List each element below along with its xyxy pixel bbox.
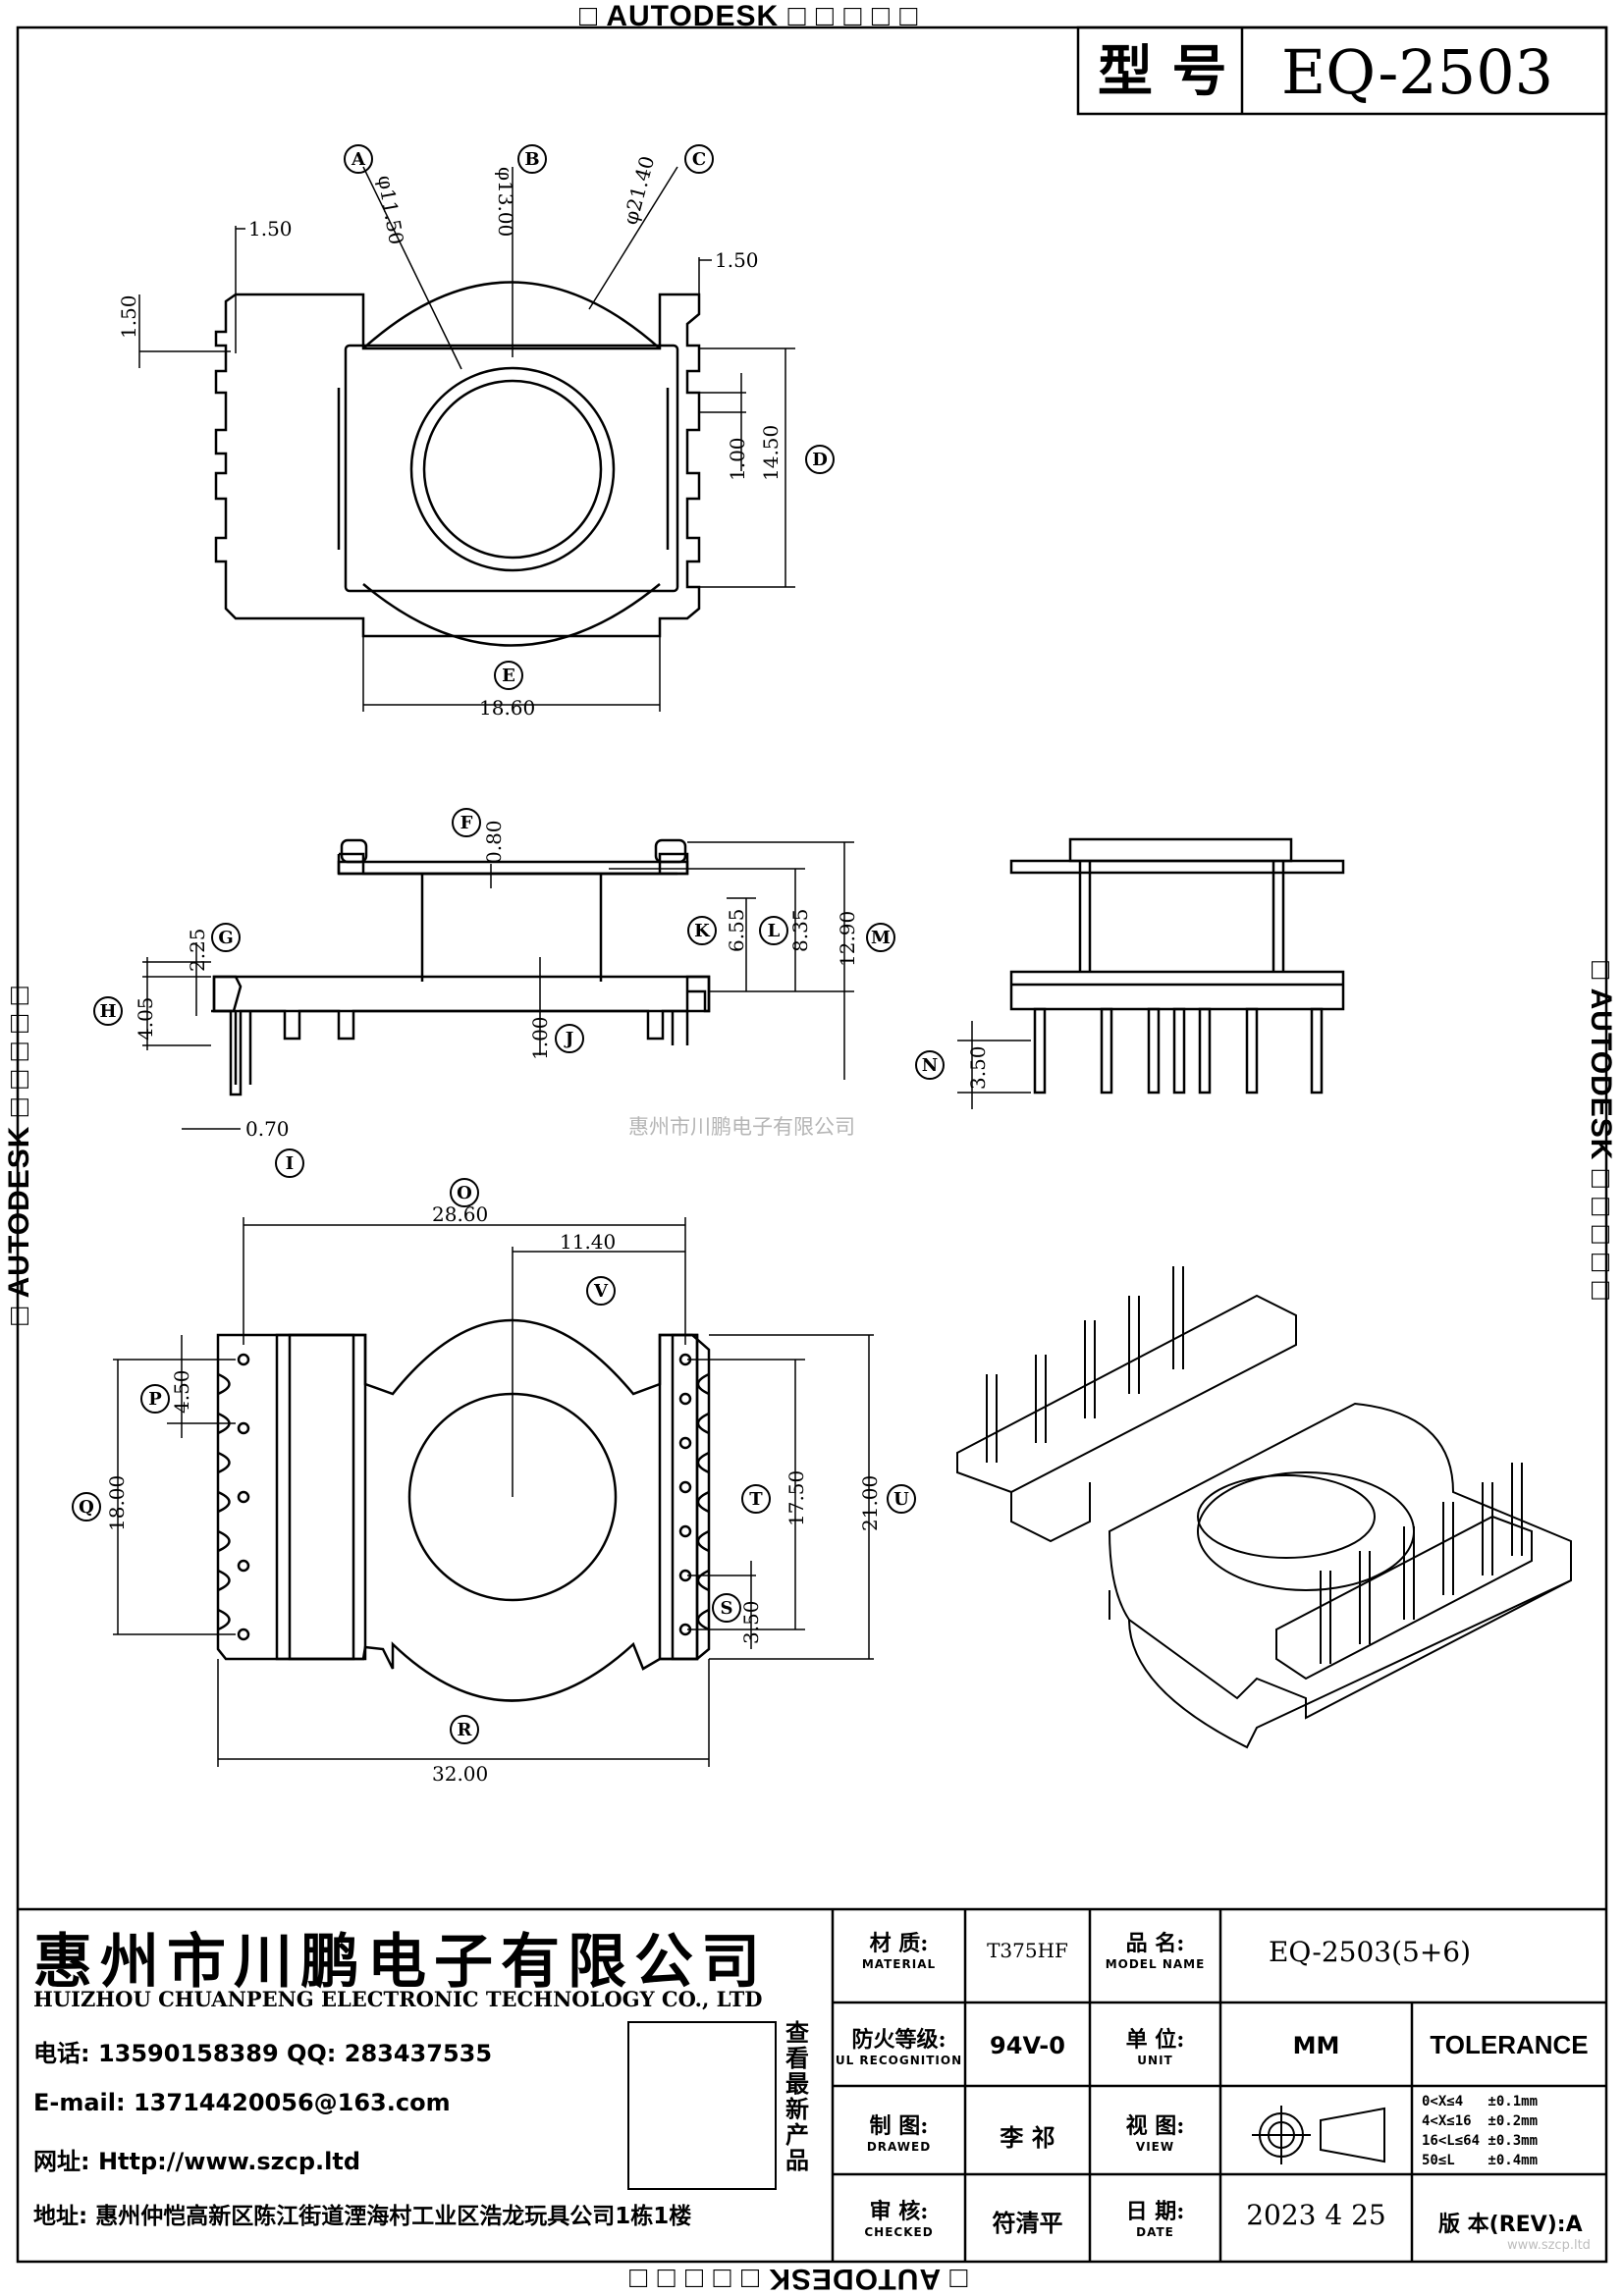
callout-m: M — [871, 928, 891, 948]
view-label: 视 图:VIEW — [1125, 2113, 1185, 2154]
drawn-value: 李 祁 — [1000, 2124, 1055, 2152]
dim-r: 32.00 — [432, 1762, 488, 1786]
model-label: 型 号 — [1098, 40, 1227, 104]
material-label: 材 质:MATERIAL — [861, 1931, 937, 1971]
callout-g: G — [218, 928, 233, 948]
company-watermark-center: 惠州市川鹏电子有限公司 — [628, 1115, 855, 1139]
drawn-label: 制 图:DRAWED — [866, 2113, 932, 2154]
dim-n: 3.50 — [966, 1045, 990, 1090]
front-view — [142, 838, 854, 1130]
dim-b: φ13.00 — [494, 167, 517, 237]
view-symbol-icon — [1252, 2106, 1385, 2164]
date-value: 2023 4 25 — [1246, 2199, 1386, 2231]
company-name-cn: 惠州市川鹏电子有限公司 — [33, 1928, 768, 1997]
company-website: 网址: Http://www.szcp.ltd — [33, 2148, 361, 2175]
dim-a: φ11.50 — [373, 174, 408, 246]
dim-u: 21.00 — [858, 1475, 882, 1531]
dim-v: 11.40 — [560, 1230, 616, 1254]
dim-o: 28.60 — [432, 1202, 488, 1226]
iso-pins-back — [986, 1266, 1184, 1463]
dim-k: 6.55 — [725, 908, 748, 952]
callout-v: V — [593, 1281, 609, 1302]
callout-i: I — [286, 1153, 294, 1174]
checked-label: 审 核:CHECKED — [864, 2199, 934, 2239]
callout-j: J — [564, 1029, 574, 1049]
company-phone: 电话: 13590158389 QQ: 283437535 — [33, 2040, 493, 2067]
bottom-view-notches — [217, 1372, 710, 1631]
dim-t: 17.50 — [784, 1470, 808, 1526]
tolerance-row-3: 16<L≤64 ±0.3mm — [1422, 2133, 1539, 2149]
callout-c: C — [692, 149, 706, 170]
bottom-view — [113, 1217, 874, 1767]
dim-i: 0.70 — [245, 1117, 290, 1141]
drawing-frame — [16, 26, 1608, 2264]
callout-l: L — [768, 921, 781, 941]
dim-d: 14.50 — [759, 425, 783, 481]
title-block-grid — [18, 1907, 1606, 2262]
callout-b: B — [524, 149, 539, 170]
dim-top-left-h: 1.50 — [248, 217, 293, 240]
callout-k: K — [694, 921, 711, 941]
dim-j: 1.00 — [528, 1016, 552, 1060]
tolerance-row-1: 0<X≤4 ±0.1mm — [1422, 2094, 1539, 2109]
callout-q: Q — [79, 1497, 94, 1518]
top-view — [138, 166, 795, 712]
company-address: 地址: 惠州仲恺高新区陈江街道湮海村工业区浩龙玩具公司1栋1楼 — [33, 2204, 692, 2229]
callout-h: H — [99, 1001, 116, 1022]
callout-a: A — [351, 149, 366, 170]
callout-p: P — [148, 1389, 162, 1410]
dim-p: 4.50 — [170, 1369, 193, 1414]
isometric-view — [956, 1266, 1572, 1749]
model-name-label: 品 名:MODEL NAME — [1105, 1931, 1206, 1971]
tolerance-row-4: 50≤L ±0.4mm — [1422, 2153, 1539, 2168]
company-name-en: HUIZHOU CHUANPENG ELECTRONIC TECHNOLOGY … — [33, 1987, 763, 2011]
callout-u: U — [893, 1489, 909, 1510]
dim-f: 0.80 — [482, 820, 506, 864]
dim-s: 3.50 — [739, 1600, 763, 1644]
side-view — [957, 837, 1345, 1109]
iso-pins-front — [1320, 1463, 1523, 1664]
fire-rating-label: 防火等级:UL RECOGNITION — [835, 2027, 963, 2067]
model-value: EQ-2503 — [1281, 36, 1553, 108]
side-view-pins — [1033, 1007, 1324, 1095]
dim-l: 8.35 — [788, 908, 812, 952]
bottom-view-pin-holes — [237, 1353, 692, 1641]
dim-top-left-v: 1.50 — [117, 294, 140, 339]
callout-o: O — [457, 1183, 472, 1203]
dim-q: 18.00 — [105, 1475, 129, 1531]
site-faint: www.szcp.ltd — [1507, 2238, 1591, 2253]
date-label: 日 期:DATE — [1125, 2199, 1185, 2239]
dim-top-right-h: 1.50 — [715, 248, 759, 272]
company-email: E-mail: 13714420056@163.com — [33, 2089, 451, 2116]
revision: 版 本(REV):A — [1438, 2213, 1583, 2237]
tolerance-title: TOLERANCE — [1430, 2030, 1589, 2059]
callout-s: S — [721, 1598, 733, 1619]
dim-g: 2.25 — [186, 928, 209, 972]
dim-h: 4.05 — [134, 996, 157, 1041]
checked-value: 符清平 — [992, 2210, 1063, 2237]
callout-t: T — [749, 1489, 763, 1510]
header-box — [1076, 26, 1608, 116]
fire-rating-value: 94V-0 — [990, 2032, 1065, 2059]
callout-f: F — [460, 813, 473, 833]
tolerance-row-2: 4<X≤16 ±0.2mm — [1422, 2113, 1539, 2129]
dim-d-inner: 1.00 — [726, 437, 749, 481]
callout-bubbles — [72, 144, 945, 1744]
callout-r: R — [458, 1720, 473, 1740]
callout-e: E — [502, 666, 515, 686]
qr-caption: 查看最新产品 — [785, 2019, 809, 2174]
callout-n: N — [922, 1055, 938, 1076]
dim-m: 12.90 — [836, 911, 859, 967]
model-name-value: EQ-2503(5+6) — [1268, 1936, 1472, 1968]
unit-label: 单 位:UNIT — [1125, 2027, 1185, 2067]
material-value: T375HF — [987, 1939, 1068, 1962]
callout-d: D — [812, 450, 828, 470]
dim-e: 18.60 — [479, 696, 535, 720]
unit-value: MM — [1292, 2032, 1340, 2059]
dim-c: φ21.40 — [619, 153, 660, 227]
